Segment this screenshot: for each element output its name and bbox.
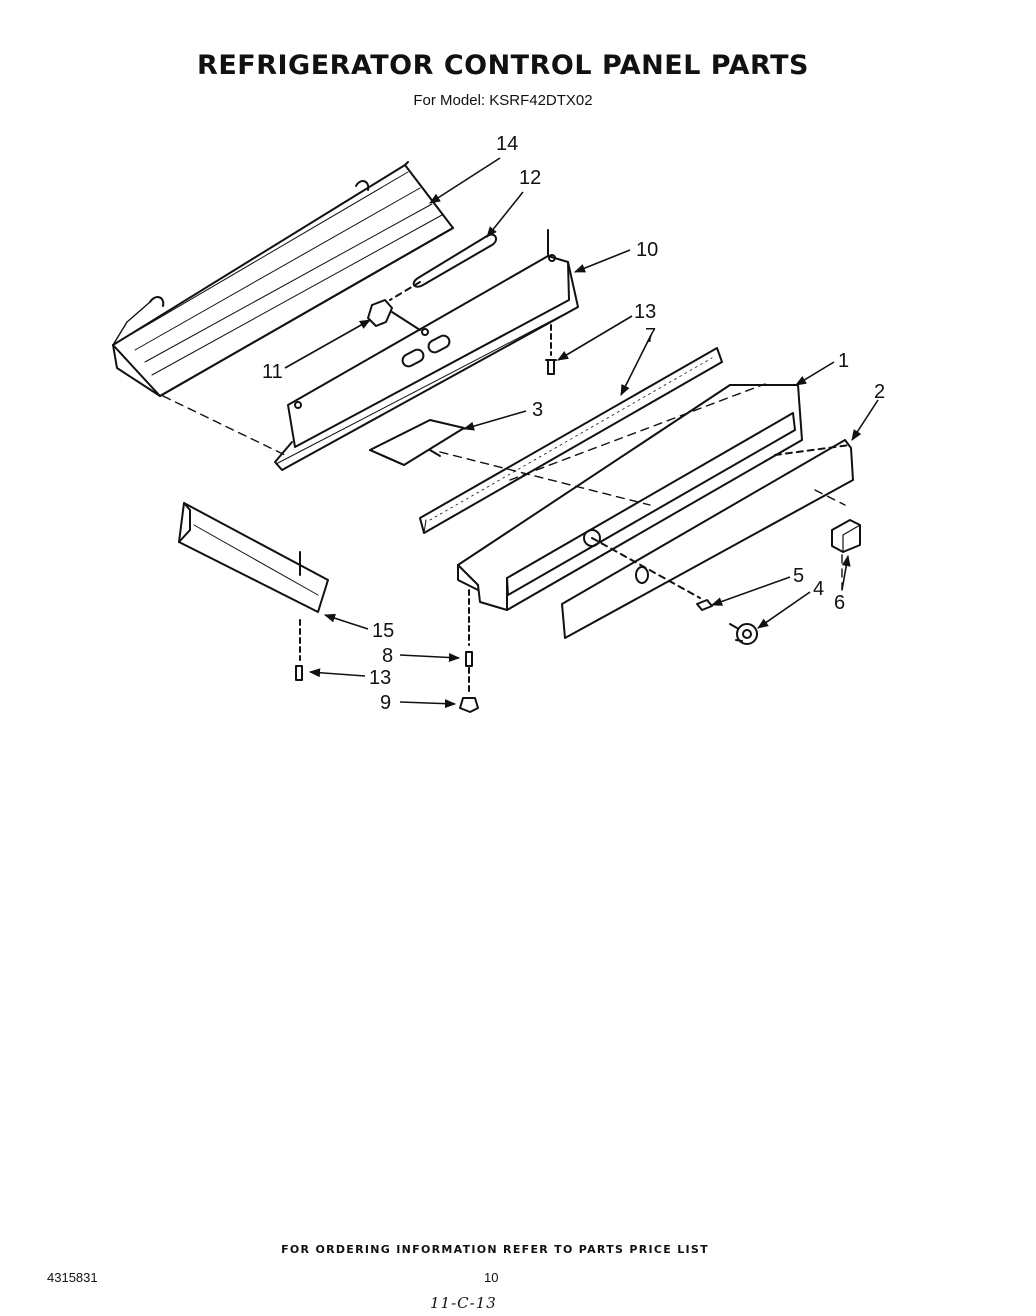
callout-14: 14	[496, 133, 518, 155]
part-10-bracket	[274, 229, 579, 471]
callout-1: 1	[838, 350, 849, 372]
part-5-clip	[696, 599, 713, 611]
callout-11: 11	[262, 361, 283, 383]
ordering-note: FOR ORDERING INFORMATION REFER TO PARTS …	[281, 1243, 709, 1256]
page-title: REFRIGERATOR CONTROL PANEL PARTS	[197, 50, 809, 81]
exploded-parts-diagram: 14 12 10 13 7 11 1 2 3 5 4 6 15 8 13 9	[112, 133, 885, 714]
callout-8: 8	[382, 645, 393, 667]
part-4-knob	[729, 623, 758, 645]
part-11-knob	[367, 299, 421, 331]
callout-9: 9	[380, 692, 391, 714]
part-12-sensor	[389, 233, 498, 301]
part-14-shield	[112, 161, 454, 397]
callout-6: 6	[834, 592, 845, 614]
callout-12: 12	[519, 167, 541, 189]
part-6-switch	[831, 519, 861, 553]
callout-labels: 14 12 10 13 7 11 1 2 3 5 4 6 15 8 13 9	[262, 133, 885, 714]
handwritten-note: 11-C-13	[430, 1294, 497, 1312]
callout-5: 5	[793, 565, 804, 587]
part-9-nut	[459, 667, 479, 713]
callout-2: 2	[874, 381, 885, 403]
callout-4: 4	[813, 578, 824, 600]
part-8-screw	[465, 589, 473, 667]
callout-15: 15	[372, 620, 394, 642]
callout-13-upper: 13	[634, 301, 656, 323]
part-1-panel	[457, 384, 803, 611]
alignment-lines	[162, 383, 846, 591]
callout-3: 3	[532, 399, 543, 421]
part-13-screw-upper	[545, 324, 557, 375]
callout-7: 7	[645, 325, 656, 347]
leader-lines	[284, 157, 879, 709]
page-number: 10	[484, 1270, 499, 1285]
callout-13-lower: 13	[369, 667, 391, 689]
document-number: 4315831	[47, 1270, 98, 1285]
part-7-strip	[419, 347, 723, 534]
part-13-screw-lower	[295, 619, 303, 681]
part-2-front-trim	[561, 439, 854, 639]
part-15-lower-trim	[178, 502, 329, 613]
model-subtitle: For Model: KSRF42DTX02	[413, 92, 593, 109]
callout-10: 10	[636, 239, 658, 261]
part-3-module	[369, 419, 465, 466]
